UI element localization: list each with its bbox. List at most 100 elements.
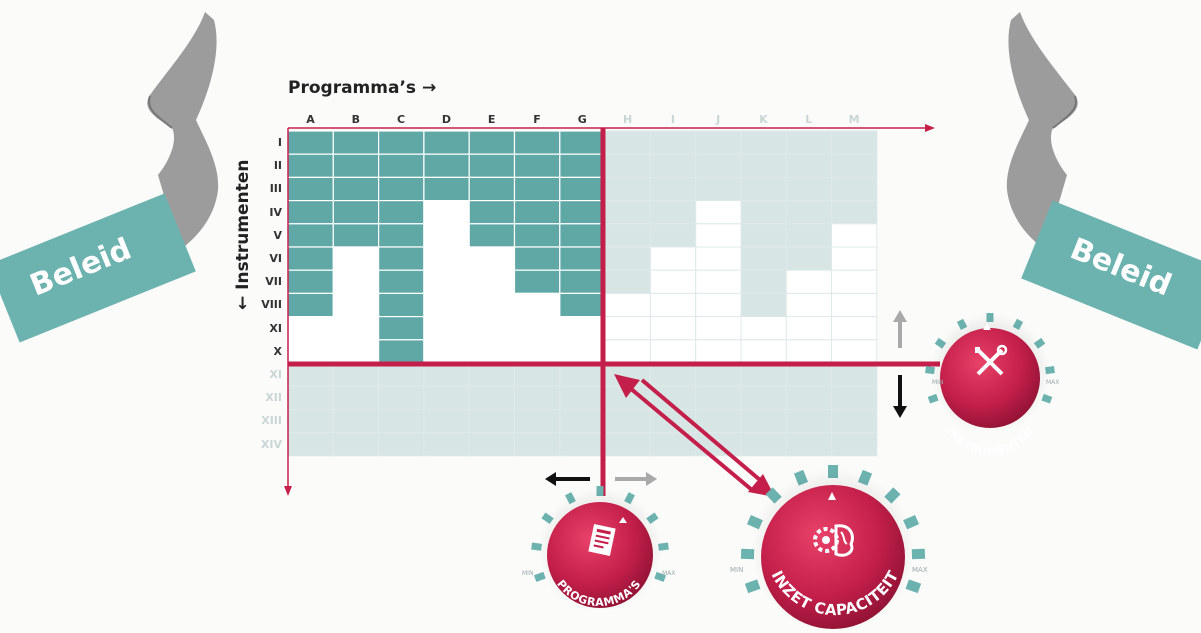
grid-cell — [740, 176, 787, 202]
grid-cell — [604, 153, 651, 178]
grid-cell — [468, 385, 516, 410]
column-label: C — [397, 113, 406, 126]
grid-cell — [287, 130, 334, 155]
column-label: B — [351, 113, 360, 126]
row-label: IV — [269, 205, 282, 219]
grid-cell — [740, 292, 787, 318]
inzet-capaciteit-dial[interactable]: INZET CAPACITEIT MIN MAX — [730, 465, 928, 632]
grid-cell — [332, 223, 380, 248]
grid-cell — [514, 408, 561, 434]
grid-cell — [740, 269, 787, 294]
grid-cell — [649, 292, 697, 318]
grid-cell — [468, 339, 516, 364]
grid-cell — [332, 408, 380, 434]
grid-cell — [423, 339, 470, 364]
grid-cell — [740, 246, 787, 271]
grid-cell — [831, 408, 878, 434]
grid-cell — [785, 223, 833, 248]
column-label: E — [487, 113, 496, 126]
row-label: II — [273, 159, 282, 173]
grid-cell — [513, 339, 561, 364]
grid-cell — [423, 130, 470, 155]
programmas-max-label: MAX — [662, 570, 675, 577]
row-label: XI — [269, 368, 282, 381]
grid-cell — [785, 269, 833, 294]
grid-cell — [785, 130, 833, 155]
grid-cell — [378, 432, 425, 457]
grid-cell — [831, 200, 878, 225]
programmas-axis-title: Programma’s → — [288, 78, 437, 98]
grid-cell — [831, 153, 878, 178]
grid-cell — [513, 153, 561, 178]
grid-cell — [695, 153, 742, 178]
grid-cell — [559, 432, 606, 457]
grid-cell — [785, 385, 833, 410]
instrumenten-min-label: MIN — [932, 379, 943, 386]
column-label: H — [622, 113, 633, 126]
grid-cell — [559, 292, 606, 318]
grid-cell — [513, 269, 561, 295]
row-label: VIII — [261, 298, 282, 312]
row-label: III — [269, 182, 282, 196]
grid-cell — [287, 316, 334, 341]
grid-cell — [468, 153, 516, 178]
grid-cell — [287, 432, 334, 457]
grid-cell — [831, 432, 878, 457]
grid-cell — [332, 130, 380, 155]
axes — [284, 124, 940, 496]
grid-cell — [695, 246, 742, 271]
grid-cell — [695, 130, 742, 155]
grid-cell — [831, 176, 878, 202]
dial-tick — [744, 579, 761, 594]
grid-cell — [559, 385, 606, 410]
grid-cell — [740, 153, 787, 178]
grid-cell — [695, 223, 742, 248]
grid-cell — [649, 176, 697, 202]
grid-cell — [513, 200, 561, 225]
grid-cell — [332, 316, 380, 341]
document-icon — [588, 524, 616, 556]
grid-cell — [604, 408, 651, 434]
grid-cell — [287, 223, 334, 248]
grid-cell — [513, 246, 561, 271]
column-label: J — [716, 113, 721, 126]
grid-cell — [740, 408, 787, 434]
grid-cell — [604, 130, 651, 155]
grid-cell — [423, 176, 470, 202]
grid-cell — [785, 200, 833, 225]
grid-cell — [378, 223, 425, 248]
grid-cell — [423, 408, 470, 434]
grid-cell — [740, 432, 787, 457]
grid-cell — [332, 200, 380, 225]
grid-cell — [423, 246, 470, 271]
capaciteit-max-label: MAX — [912, 566, 928, 574]
column-label: K — [759, 113, 768, 126]
grid-cell — [604, 223, 651, 248]
grid-cell — [468, 432, 516, 457]
grid-cell — [468, 408, 516, 434]
grid-cell — [649, 246, 697, 271]
row-label: XIV — [260, 437, 282, 451]
grid-cell — [695, 292, 742, 318]
grid-cell — [332, 432, 380, 457]
programmas-dial[interactable]: PROGRAMMA'S MIN MAX — [522, 486, 675, 612]
grid-cell — [287, 269, 334, 295]
grid-cell — [378, 385, 425, 410]
capacity-grid — [287, 130, 878, 457]
dial-tick — [654, 571, 667, 582]
grid-cell — [649, 153, 697, 178]
instrumenten-dial[interactable]: INSTRUMENTEN MIN MAX — [925, 313, 1060, 458]
grid-cell — [378, 292, 425, 318]
grid-cell — [695, 176, 742, 202]
grid-cell — [514, 385, 561, 410]
grid-cell — [740, 200, 787, 225]
grid-cell — [287, 339, 334, 364]
grid-cell — [287, 408, 334, 434]
grid-cell — [785, 432, 833, 457]
grid-cell — [559, 246, 606, 271]
grid-cell — [468, 176, 516, 202]
grid-cell — [831, 316, 878, 341]
grid-cell — [785, 339, 833, 364]
grid-cell — [332, 153, 380, 178]
capaciteit-min-label: MIN — [730, 566, 743, 574]
